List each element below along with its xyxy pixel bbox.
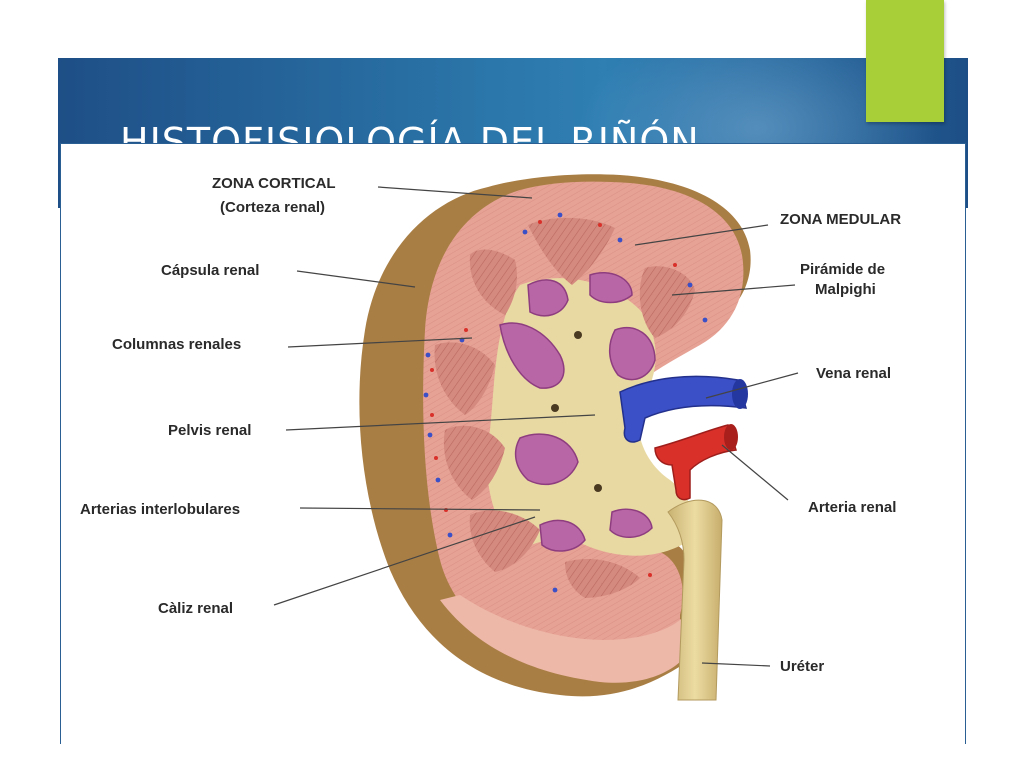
label-corteza-renal: (Corteza renal) <box>220 199 325 216</box>
pyramid <box>443 425 505 500</box>
leader-lines <box>273 186 799 667</box>
label-arteria-renal: Arteria renal <box>808 499 896 516</box>
renal-vein-opening <box>732 379 748 409</box>
pyramid <box>565 558 640 598</box>
label-piramide-line1: Pirámide de <box>800 261 885 278</box>
pyramid <box>469 510 540 572</box>
renal-calyx <box>514 433 579 485</box>
renal-calyx <box>609 508 653 538</box>
accent-block <box>866 0 944 122</box>
pyramid <box>528 217 615 285</box>
renal-calyx <box>539 519 586 552</box>
label-piramide-line2: Malpighi <box>815 281 876 298</box>
label-pelvis-renal: Pelvis renal <box>168 422 251 439</box>
pelvis-dot <box>551 404 559 412</box>
label-capsula-renal: Cápsula renal <box>161 262 259 279</box>
label-zona-medular: ZONA MEDULAR <box>780 211 901 228</box>
pyramid <box>434 342 495 415</box>
label-caliz-renal: Càliz renal <box>158 600 233 617</box>
ureter <box>667 499 723 701</box>
pyramid <box>469 249 517 315</box>
label-zona-cortical: ZONA CORTICAL <box>212 175 336 192</box>
pelvis-dot <box>574 331 582 339</box>
renal-artery-opening <box>724 424 738 450</box>
renal-calyx <box>609 326 656 381</box>
renal-calyx <box>499 322 565 389</box>
renal-artery <box>654 424 737 501</box>
pyramid <box>639 266 695 338</box>
label-columnas-renales: Columnas renales <box>112 336 241 353</box>
label-ureter: Uréter <box>780 658 824 675</box>
label-vena-renal: Vena renal <box>816 365 891 382</box>
interlobular-vessel-dots <box>423 212 708 593</box>
label-arterias-interlobulares: Arterias interlobulares <box>80 501 240 518</box>
renal-calyx <box>527 279 569 317</box>
kidney-cut-face <box>440 595 682 683</box>
renal-calyx <box>589 272 633 304</box>
pelvis-dot <box>594 484 602 492</box>
renal-vein <box>619 375 748 443</box>
